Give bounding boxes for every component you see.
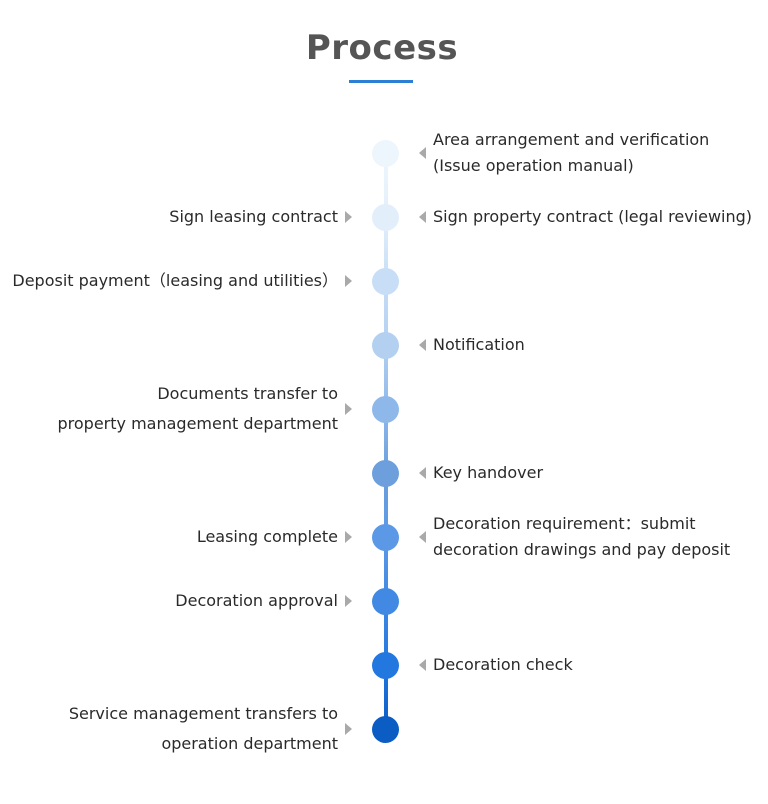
arrow-right-icon	[345, 531, 352, 543]
step-right-line: Sign property contract (legal reviewing)	[433, 207, 753, 226]
step-left-line: Service management transfers to	[68, 704, 338, 723]
arrow-right-icon	[345, 275, 352, 287]
step-left-label: Decoration approval	[175, 588, 338, 614]
step-node	[372, 331, 399, 359]
step-left-label: Documents transfer to property management…	[58, 379, 339, 439]
step-node	[372, 203, 399, 231]
arrow-left-icon	[419, 467, 426, 479]
arrow-right-icon	[345, 211, 352, 223]
arrow-left-icon	[419, 339, 426, 351]
step-node	[372, 523, 399, 551]
timeline-connector	[384, 473, 388, 537]
step-right-line: Decoration check	[433, 655, 573, 674]
arrow-left-icon	[419, 211, 426, 223]
step-node	[372, 587, 399, 615]
step-left-label: Sign leasing contract	[169, 204, 338, 230]
step-right-line: (Issue operation manual)	[433, 156, 634, 175]
step-left-line: Leasing complete	[196, 527, 338, 546]
step-left-label: Deposit payment（leasing and utilities）	[12, 268, 338, 294]
timeline-connector	[384, 665, 388, 729]
timeline-connector	[384, 281, 388, 345]
arrow-right-icon	[345, 595, 352, 607]
timeline-connector	[384, 345, 388, 409]
arrow-left-icon	[419, 147, 426, 159]
step-right-line: Key handover	[433, 463, 544, 482]
step-left-line: operation department	[161, 734, 338, 753]
step-node	[372, 395, 399, 423]
step-node	[372, 715, 399, 743]
timeline-connector	[384, 153, 388, 217]
timeline-connector	[384, 217, 388, 281]
step-left-line: Sign leasing contract	[169, 207, 338, 226]
step-node	[372, 459, 399, 487]
step-node	[372, 267, 399, 295]
arrow-left-icon	[419, 659, 426, 671]
title-underline	[349, 80, 413, 83]
timeline-connector	[384, 537, 388, 601]
step-node	[372, 139, 399, 167]
step-left-line: property management department	[57, 414, 339, 433]
arrow-right-icon	[345, 723, 352, 735]
step-right-label: Notification	[433, 332, 525, 358]
step-right-line: decoration drawings and pay deposit	[433, 540, 731, 559]
step-right-line: Notification	[433, 335, 525, 354]
step-left-label: Leasing complete	[197, 524, 338, 550]
step-left-label: Service management transfers to operation…	[69, 699, 338, 759]
timeline-connector	[384, 601, 388, 665]
step-left-line: Decoration approval	[175, 591, 338, 610]
step-right-line: Area arrangement and verification	[433, 130, 710, 149]
step-right-label: Area arrangement and verification (Issue …	[433, 127, 709, 179]
step-right-label: Key handover	[433, 460, 543, 486]
step-node	[372, 651, 399, 679]
timeline-connector	[384, 409, 388, 473]
step-right-label: Sign property contract (legal reviewing)	[433, 204, 752, 230]
step-right-line: Decoration requirement：submit	[433, 514, 696, 533]
arrow-right-icon	[345, 403, 352, 415]
step-right-label: Decoration requirement：submit decoration …	[433, 511, 730, 563]
step-left-line: Documents transfer to	[157, 384, 338, 403]
step-left-line: Deposit payment（leasing and utilities）	[12, 271, 338, 290]
page-title: Process	[305, 28, 459, 68]
step-right-label: Decoration check	[433, 652, 573, 678]
arrow-left-icon	[419, 531, 426, 543]
